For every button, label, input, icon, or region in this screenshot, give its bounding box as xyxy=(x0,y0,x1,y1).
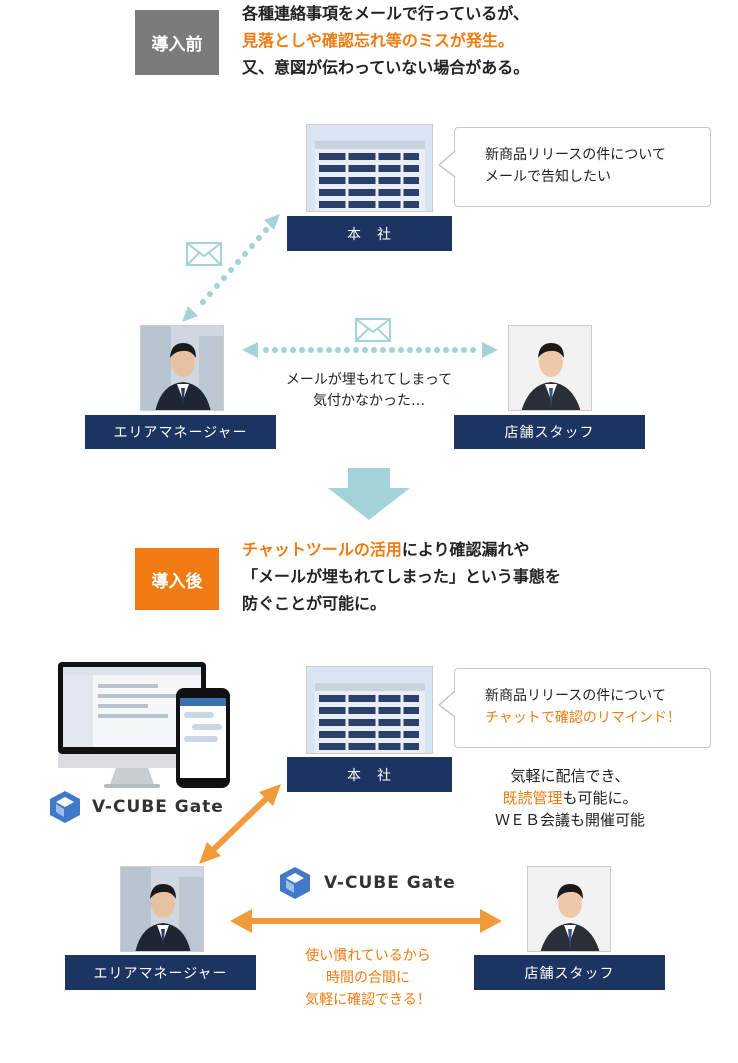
before-manager-label: エリアマネージャー xyxy=(85,415,276,449)
person-photo xyxy=(121,867,203,951)
dotted-line-dot xyxy=(308,347,314,353)
before-headline-line1: 各種連絡事項をメールで行っているが、 xyxy=(242,4,529,23)
after-feature-highlight: 既読管理 xyxy=(502,789,563,807)
after-staff-label-text: 店舗スタッフ xyxy=(524,965,615,982)
dotted-line-dot xyxy=(326,347,332,353)
after-feature-line2-rest: も可能に。 xyxy=(562,789,638,807)
after-speech-bubble: 新商品リリースの件について チャットで確認のリマインド！ xyxy=(454,668,711,748)
after-headline-line1: チャットツールの活用により確認漏れや xyxy=(242,536,561,563)
after-caption-line1: 使い慣れているから xyxy=(305,948,431,964)
dotted-line-dot xyxy=(470,347,476,353)
after-hq-label-text: 本 社 xyxy=(347,767,392,784)
after-headline: チャットツールの活用により確認漏れや 「メールが埋もれてしまった」という事態を … xyxy=(242,536,561,617)
v-cube-logo-icon xyxy=(280,867,310,899)
dotted-line-dot xyxy=(398,347,404,353)
after-headline-line3: 防ぐことが可能に。 xyxy=(242,594,387,613)
after-manager-label: エリアマネージャー xyxy=(65,955,256,990)
before-tag: 導入前 xyxy=(135,10,219,75)
dotted-line-dot xyxy=(407,347,413,353)
dotted-line-dot xyxy=(371,347,377,353)
before-headline-line2: 見落としや確認忘れ等のミスが発生。 xyxy=(242,31,514,50)
envelope-icon xyxy=(355,318,391,342)
after-feature-line1: 気軽に配信でき、 xyxy=(510,767,630,785)
dotted-line-dot xyxy=(353,347,359,353)
bubble-tail xyxy=(438,150,456,178)
orange-arrow-horizontal xyxy=(230,909,502,933)
after-hq-photo xyxy=(306,666,433,754)
dotted-line-dot xyxy=(380,347,386,353)
product-logo-left-text: V-CUBE Gate xyxy=(92,797,224,817)
product-logo-left: V-CUBE Gate xyxy=(48,790,224,824)
dotted-line-dot xyxy=(389,347,395,353)
before-caption-line1: メールが埋もれてしまって xyxy=(285,372,453,388)
dotted-line-dot xyxy=(290,347,296,353)
dotted-line-dot xyxy=(272,347,278,353)
dotted-line-dot xyxy=(299,347,305,353)
dotted-line-dot xyxy=(416,347,422,353)
after-manager-photo xyxy=(120,866,204,952)
before-hq-label-text: 本 社 xyxy=(347,226,392,243)
person-photo xyxy=(528,867,610,951)
dotted-line-dot xyxy=(362,347,368,353)
product-logo-center: V-CUBE Gate xyxy=(278,866,456,900)
after-caption-line2: 時間の合間に xyxy=(326,970,410,986)
down-arrow-icon xyxy=(328,468,410,520)
after-hq-label: 本 社 xyxy=(287,757,452,792)
after-staff-label: 店舗スタッフ xyxy=(474,955,665,990)
before-caption: メールが埋もれてしまって 気付かなかった… xyxy=(260,370,478,412)
after-tag-text: 導入後 xyxy=(151,571,203,592)
bubble-tail xyxy=(438,690,456,718)
v-cube-logo-icon xyxy=(50,791,80,823)
dotted-line-dot xyxy=(344,347,350,353)
dotted-line-dot xyxy=(263,347,269,353)
dotted-line-dot xyxy=(452,347,458,353)
before-manager-label-text: エリアマネージャー xyxy=(113,425,248,441)
dotted-arrow-diagonal xyxy=(182,214,280,322)
after-feature-line2: 既読管理も可能に。 xyxy=(462,787,678,809)
after-bubble-line1: 新商品リリースの件について xyxy=(485,688,666,704)
before-manager-photo xyxy=(140,325,224,411)
devices-illustration xyxy=(58,662,230,788)
dotted-line-dot xyxy=(335,347,341,353)
before-staff-label: 店舗スタッフ xyxy=(454,415,645,449)
dotted-arrow-horizontal xyxy=(242,342,498,358)
before-speech-bubble: 新商品リリースの件について メールで告知したい xyxy=(454,127,711,207)
dotted-line-dot xyxy=(434,347,440,353)
before-bubble-line2: メールで告知したい xyxy=(485,169,611,185)
after-headline-line1-rest: により確認漏れや xyxy=(401,540,530,559)
after-headline-highlight: チャットツールの活用 xyxy=(242,540,402,559)
before-hq-label: 本 社 xyxy=(287,216,452,251)
after-tag: 導入後 xyxy=(135,548,219,610)
dotted-line-dot xyxy=(443,347,449,353)
before-caption-line2: 気付かなかった… xyxy=(313,393,425,409)
person-photo xyxy=(141,326,223,410)
dotted-line-dot xyxy=(317,347,323,353)
before-bubble-line1: 新商品リリースの件について xyxy=(485,147,666,163)
product-logo-center-text: V-CUBE Gate xyxy=(324,873,456,893)
after-caption-line3: 気軽に確認できる！ xyxy=(305,992,431,1008)
person-photo xyxy=(509,326,591,410)
orange-arrow-diagonal xyxy=(199,784,281,864)
after-manager-label-text: エリアマネージャー xyxy=(93,965,228,982)
dotted-line-dot xyxy=(281,347,287,353)
building-photo xyxy=(307,125,432,211)
before-staff-label-text: 店舗スタッフ xyxy=(504,425,595,441)
after-headline-line2: 「メールが埋もれてしまった」という事態を xyxy=(242,567,561,586)
before-hq-photo xyxy=(306,124,433,212)
after-feature-line3: ＷＥＢ会議も開催可能 xyxy=(494,811,645,829)
envelope-icon xyxy=(186,242,222,266)
after-caption: 使い慣れているから 時間の合間に 気軽に確認できる！ xyxy=(258,945,478,1011)
before-staff-photo xyxy=(508,325,592,411)
after-staff-photo xyxy=(527,866,611,952)
dotted-line-dot xyxy=(425,347,431,353)
after-bubble-line2: チャットで確認のリマインド！ xyxy=(485,710,681,726)
before-headline: 各種連絡事項をメールで行っているが、 見落としや確認忘れ等のミスが発生。 又、意… xyxy=(242,0,529,81)
dotted-line-dot xyxy=(461,347,467,353)
after-feature-text: 気軽に配信でき、 既読管理も可能に。 ＷＥＢ会議も開催可能 xyxy=(462,765,678,831)
before-headline-line3: 又、意図が伝わっていない場合がある。 xyxy=(242,58,530,77)
before-tag-text: 導入前 xyxy=(151,35,203,55)
building-photo xyxy=(307,667,432,753)
